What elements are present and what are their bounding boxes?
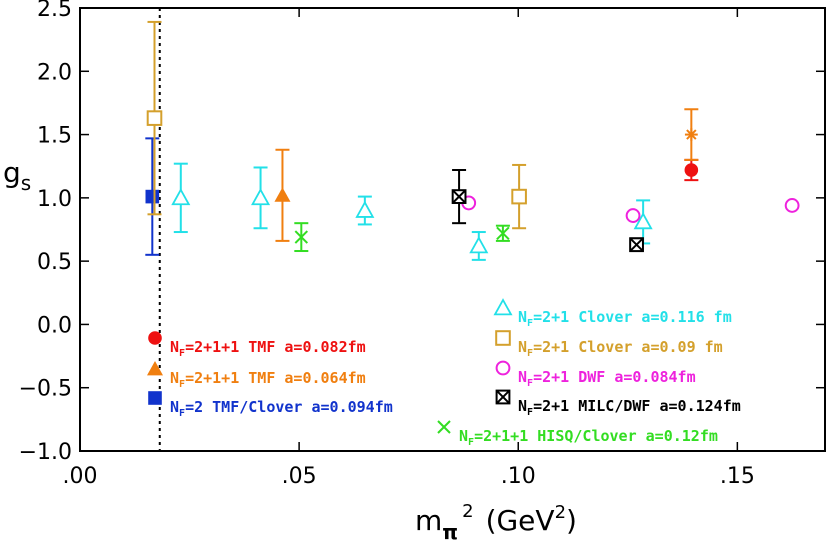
legend-label: NF=2+1 DWF a=0.084fm bbox=[518, 368, 696, 389]
legend-marker bbox=[148, 331, 162, 345]
legend-label: NF=2+1+1 TMF a=0.082fm bbox=[170, 338, 366, 359]
data-point bbox=[625, 208, 641, 223]
data-point bbox=[684, 163, 699, 177]
data-point bbox=[146, 110, 163, 126]
data-point bbox=[496, 226, 510, 241]
legend-label: NF=2+1 Clover a=0.116 fm bbox=[518, 308, 732, 329]
legend-marker bbox=[147, 361, 163, 376]
y-axis-label: gs bbox=[3, 156, 31, 195]
x-tick-label: .10 bbox=[501, 464, 536, 489]
data-point bbox=[684, 128, 698, 141]
y-tick-label: −1.0 bbox=[19, 440, 72, 465]
data-point bbox=[784, 198, 800, 213]
y-tick-label: 1.0 bbox=[37, 187, 72, 212]
data-point bbox=[511, 188, 527, 205]
data-points-layer bbox=[145, 20, 800, 261]
y-tick-label: 1.5 bbox=[37, 124, 72, 149]
data-point bbox=[355, 200, 375, 218]
x-tick-label: .05 bbox=[282, 464, 317, 489]
legend-marker bbox=[495, 360, 511, 376]
legend-label: NF=2 TMF/Clover a=0.094fm bbox=[170, 398, 393, 419]
y-tick-label: 0.5 bbox=[37, 250, 72, 275]
data-point bbox=[451, 189, 467, 204]
data-point bbox=[171, 188, 191, 206]
data-point bbox=[633, 212, 653, 230]
y-tick-label: −0.5 bbox=[19, 377, 72, 402]
tick-labels: −1.0 −0.5 0.0 0.5 1.0 1.5 2.0 2.5 .00 .05 .10 .15 bbox=[19, 0, 755, 489]
x-tick-label: .15 bbox=[720, 464, 755, 489]
data-point bbox=[629, 237, 644, 253]
legend-marker bbox=[148, 391, 162, 405]
data-point bbox=[145, 189, 160, 204]
data-point bbox=[274, 187, 291, 202]
data-point bbox=[469, 236, 489, 254]
x-axis-label: mπ2(GeV2) bbox=[415, 501, 577, 544]
data-point bbox=[294, 230, 309, 244]
legend-marker bbox=[493, 298, 513, 316]
plot-frame bbox=[79, 7, 826, 452]
legend-label: NF=2+1 Clover a=0.09 fm bbox=[518, 338, 723, 359]
legend-label: NF=2+1+1 TMF a=0.064fm bbox=[170, 369, 366, 390]
y-tick-label: 2.5 bbox=[37, 0, 72, 22]
legend-label: NF=2+1 MILC/DWF a=0.124fm bbox=[518, 397, 741, 418]
legend-marker bbox=[495, 389, 511, 405]
x-tick-label: .00 bbox=[63, 464, 98, 489]
legend-label: NF=2+1+1 HISQ/Clover a=0.12fm bbox=[459, 427, 718, 448]
y-tick-label: 2.0 bbox=[37, 60, 72, 85]
legend-marker bbox=[495, 330, 511, 346]
y-tick-label: 0.0 bbox=[37, 313, 72, 338]
legend-marker bbox=[437, 420, 451, 434]
data-point bbox=[251, 188, 271, 206]
